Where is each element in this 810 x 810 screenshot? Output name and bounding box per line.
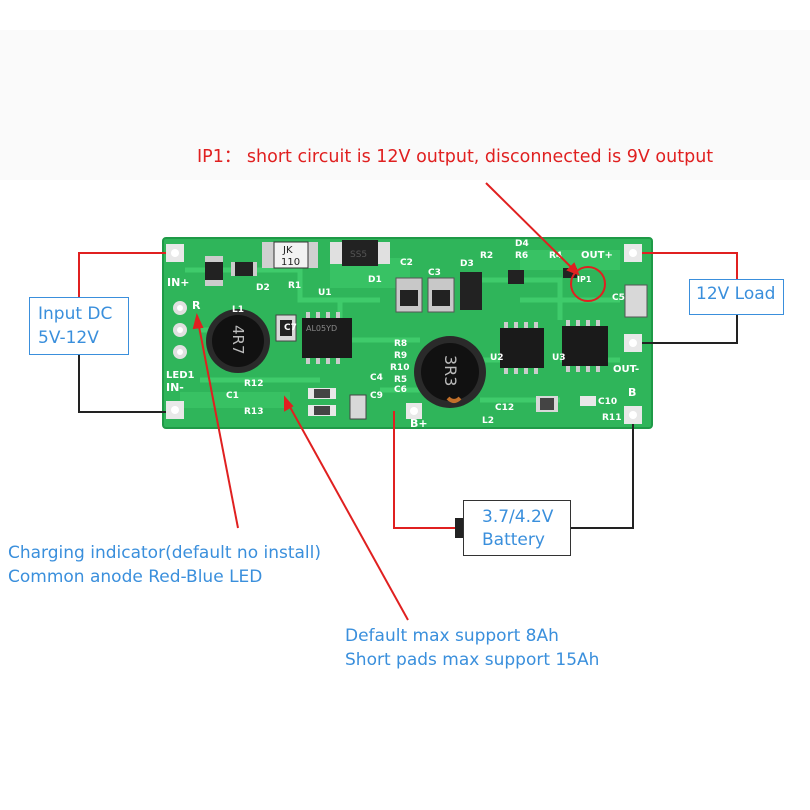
battery-label: Battery: [482, 530, 545, 550]
ic-u2: [500, 322, 544, 374]
inductor-l1-marking: 4R7: [229, 325, 247, 355]
ref-r13: R13: [244, 407, 263, 417]
ref-r6: R6: [515, 251, 528, 261]
label-b-plus: B+: [410, 417, 428, 430]
ref-c2: C2: [400, 258, 413, 268]
ref-d3: D3: [460, 259, 474, 269]
ref-c3: C3: [428, 268, 441, 278]
ref-d4: D4: [515, 239, 529, 249]
jk-number: 110: [281, 257, 300, 268]
pcb-board: [162, 237, 653, 429]
charging-indicator-note: Charging indicator(default no install) C…: [8, 541, 321, 589]
ref-r8: R8: [394, 339, 407, 349]
ref-c7: C7: [284, 323, 297, 333]
ref-u3: U3: [552, 353, 566, 363]
ref-c6: C6: [394, 385, 407, 395]
smd-parts: [205, 256, 648, 420]
battery-terminal: [455, 518, 463, 538]
load-label: 12V Load: [696, 284, 776, 304]
input-dc-box: Input DC 5V-12V: [29, 297, 129, 355]
ref-d1: D1: [368, 275, 382, 285]
ref-u2: U2: [490, 353, 504, 363]
capacity-default: Default max support 8Ah: [345, 626, 559, 646]
ref-c12: C12: [495, 403, 514, 413]
battery-wires: [393, 411, 634, 529]
diode-marking: SS5: [350, 250, 367, 260]
ref-l2: L2: [482, 416, 494, 426]
ref-d2: D2: [256, 283, 270, 293]
ref-u1: U1: [318, 288, 332, 298]
capacity-shorted: Short pads max support 15Ah: [345, 650, 600, 670]
ip1-highlight-circle: [570, 266, 606, 302]
inductor-l2: [414, 336, 486, 408]
label-in-minus: IN-: [166, 381, 184, 394]
input-dc-range: 5V-12V: [38, 328, 99, 348]
inductor-l2-marking: 3R3: [441, 355, 460, 386]
label-out-minus: OUT-: [613, 364, 639, 375]
ref-ip1: IP1: [577, 275, 592, 284]
battery-box: 3.7/4.2V Battery: [463, 500, 571, 556]
ref-r1: R1: [288, 281, 301, 291]
inductor-l1: [206, 309, 270, 373]
label-r-pin: R: [192, 299, 201, 312]
ic-u1: [302, 312, 352, 364]
ic-u3: [562, 320, 608, 372]
input-wires: [78, 252, 166, 413]
load-box: 12V Load: [689, 279, 784, 315]
ip1-jumper-note: IP1： short circuit is 12V output, discon…: [197, 147, 714, 167]
ref-c5: C5: [612, 293, 625, 303]
ref-r2: R2: [480, 251, 493, 261]
ref-c10: C10: [598, 397, 617, 407]
background-band: [0, 30, 810, 180]
ref-c4: C4: [370, 373, 383, 383]
capacity-note: Default max support 8Ah Short pads max s…: [345, 624, 599, 672]
ss5-diode: [330, 240, 390, 266]
charging-indicator-line2: Common anode Red-Blue LED: [8, 567, 263, 587]
ref-r9: R9: [394, 351, 407, 361]
ref-l1: L1: [232, 305, 244, 315]
label-led1: LED1: [166, 370, 195, 381]
jk-label: JK: [282, 245, 293, 256]
ref-r11: R11: [602, 413, 621, 423]
battery-voltage: 3.7/4.2V: [482, 507, 554, 527]
charging-indicator-line1: Charging indicator(default no install): [8, 543, 322, 563]
annotation-arrows: [192, 182, 580, 621]
load-wires: [642, 252, 738, 344]
ic-u1-marking: AL05YD: [306, 324, 337, 333]
jk-component: [262, 241, 318, 269]
input-dc-label: Input DC: [38, 304, 113, 324]
ref-r10: R10: [390, 363, 409, 373]
led-pads: [173, 301, 187, 359]
label-in-plus: IN+: [167, 276, 190, 289]
ref-r4: R4: [549, 251, 562, 261]
corner-pads: [166, 244, 642, 424]
ref-c1: C1: [226, 391, 239, 401]
ref-c9: C9: [370, 391, 383, 401]
ref-r5: R5: [394, 375, 407, 385]
label-b-minus: B: [628, 386, 636, 399]
ref-r12: R12: [244, 379, 263, 389]
label-out-plus: OUT+: [581, 250, 613, 261]
